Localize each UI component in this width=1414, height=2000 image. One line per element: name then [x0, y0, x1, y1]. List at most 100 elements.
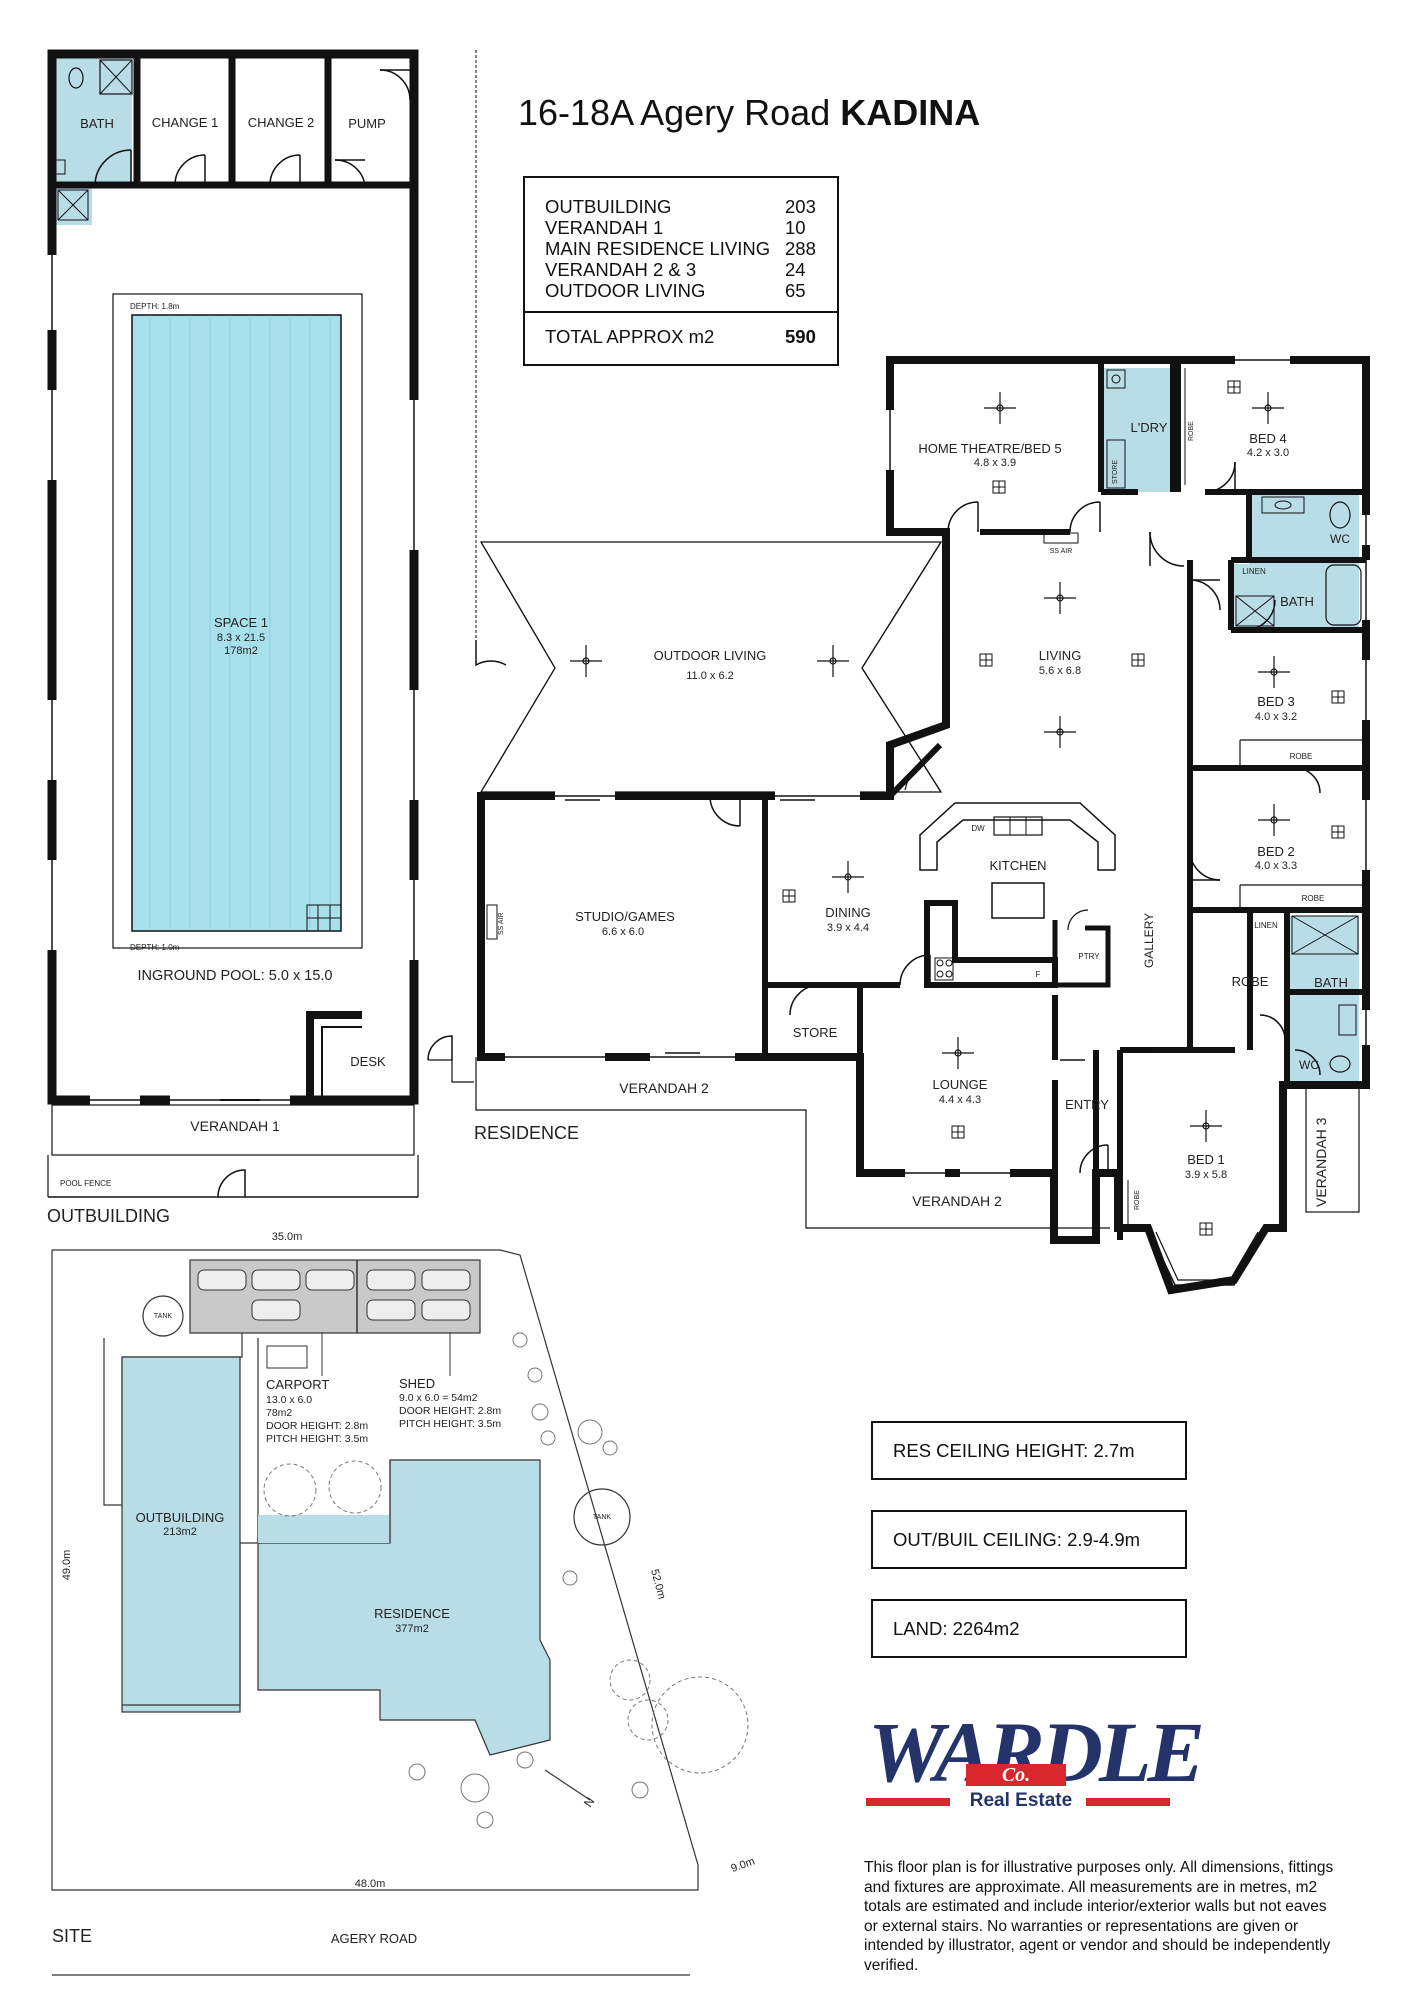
pool-label: INGROUND POOL: 5.0 x 15.0 [137, 968, 332, 984]
light-icon [951, 1125, 965, 1139]
tree-icon [263, 1463, 317, 1517]
bed3-dims: 4.0 x 3.2 [1255, 711, 1297, 723]
area-value-verandah23: 24 [785, 259, 806, 280]
room-label-home-theatre: HOME THEATRE/BED 5 [918, 441, 1061, 456]
room-label-kitchen: KITCHEN [989, 858, 1046, 873]
area-schedule-table: OUTBUILDING 203 VERANDAH 1 10 MAIN RESID… [523, 176, 839, 366]
linen-label-north: LINEN [1242, 567, 1266, 576]
outdoor-living-roof [479, 541, 943, 793]
outdoor-living-dims: 11.0 x 6.2 [686, 670, 734, 682]
pool-water [131, 314, 342, 932]
logo-co-badge: Co. [966, 1764, 1066, 1786]
site-dim-corner: 9.0m [729, 1855, 756, 1875]
tree-icon [609, 1659, 651, 1701]
pool-surround [112, 293, 363, 949]
residence-heading: RESIDENCE [474, 1123, 579, 1143]
area-label-outbuilding: OUTBUILDING [545, 196, 672, 217]
gallery-label: GALLERY [1142, 913, 1156, 968]
title-suburb: KADINA [840, 92, 981, 133]
area-value-verandah1: 10 [785, 217, 806, 238]
ceiling-fan-icon [1258, 804, 1290, 836]
store-small-label: STORE [1112, 460, 1119, 484]
kitchen-benches [919, 802, 1116, 871]
road-label: AGERY ROAD [331, 1931, 417, 1946]
ss-air-studio: SS AIR [498, 912, 505, 935]
res-ceiling-height: RES CEILING HEIGHT: 2.7m [893, 1439, 1135, 1461]
area-total-label: TOTAL APPROX m2 [545, 326, 715, 347]
home-theatre-dims: 4.8 x 3.9 [974, 457, 1016, 469]
site-heading: SITE [52, 1926, 92, 1946]
logo-wordmark: WARDLE [868, 1704, 1205, 1800]
dishwasher-label: DW [971, 824, 985, 833]
room-label-dining: DINING [825, 905, 871, 920]
dining-dims: 3.9 x 4.4 [827, 922, 869, 934]
verandah2-label-south: VERANDAH 2 [912, 1193, 1002, 1209]
site-outbuilding [121, 1356, 241, 1713]
carport-label: CARPORT [266, 1377, 329, 1392]
tree-icon [651, 1676, 749, 1774]
shed-dims: 9.0 x 6.0 = 54m2 [399, 1392, 478, 1404]
pool-fence-label: POOL FENCE [60, 1179, 111, 1188]
lounge-dims: 4.4 x 4.3 [939, 1094, 981, 1106]
studio-dims: 6.6 x 6.0 [602, 926, 644, 938]
ceiling-fan-icon [1190, 1110, 1222, 1142]
area-label-verandah23: VERANDAH 2 & 3 [545, 259, 697, 280]
area-value-main-residence: 288 [785, 238, 816, 259]
res-ceiling-height-box: RES CEILING HEIGHT: 2.7m [871, 1421, 1187, 1480]
ceiling-fan-icon [832, 861, 864, 893]
room-label-bed2: BED 2 [1257, 844, 1295, 859]
bed1-dims: 3.9 x 5.8 [1185, 1169, 1227, 1181]
room-label-bath-south: BATH [1314, 975, 1348, 990]
room-label-bed3: BED 3 [1257, 694, 1295, 709]
kitchen-island [991, 882, 1045, 919]
shed-label: SHED [399, 1376, 435, 1391]
living-dims: 5.6 x 6.8 [1039, 665, 1081, 677]
tree-icon [328, 1460, 382, 1514]
area-label-verandah1: VERANDAH 1 [545, 217, 664, 238]
area-total-value: 590 [785, 326, 816, 347]
ceiling-fan-icon [984, 392, 1016, 424]
room-label-change1: CHANGE 1 [152, 115, 218, 130]
room-label-studio: STUDIO/GAMES [575, 909, 675, 924]
light-icon [782, 889, 796, 903]
site-outbuilding-label: OUTBUILDING [136, 1510, 225, 1525]
light-icon [1199, 1222, 1213, 1236]
light-icon [1227, 380, 1241, 394]
carport-area: 78m2 [266, 1407, 292, 1419]
site-residence-area: 377m2 [395, 1623, 429, 1635]
room-label-living: LIVING [1039, 648, 1082, 663]
tree-icon [512, 1332, 528, 1348]
robe-label-bed1: ROBE [1232, 974, 1269, 989]
ss-air-living: SS AIR [1050, 548, 1073, 555]
shed-pitch-height: PITCH HEIGHT: 3.5m [399, 1418, 501, 1430]
ceiling-fan-icon [1252, 392, 1284, 424]
verandah1-label: VERANDAH 1 [190, 1118, 280, 1134]
title-address: 16-18A Agery Road [518, 92, 831, 133]
fridge-label: F [1036, 970, 1041, 979]
area-label-outdoor-living: OUTDOOR LIVING [545, 280, 706, 301]
room-label-lounge: LOUNGE [933, 1077, 988, 1092]
area-value-outdoor-living: 65 [785, 280, 806, 301]
light-icon [1331, 690, 1345, 704]
ceiling-fan-icon [1258, 656, 1290, 688]
room-label-wc-south: WC [1299, 1058, 1319, 1072]
residence-walls [477, 356, 1370, 1295]
light-icon [979, 653, 993, 667]
room-label-store: STORE [793, 1025, 838, 1040]
site-dim-top: 35.0m [272, 1231, 303, 1243]
site-outbuilding-area: 213m2 [163, 1526, 197, 1538]
carport-pitch-height: PITCH HEIGHT: 3.5m [266, 1433, 368, 1445]
room-label-wc-north: WC [1330, 532, 1350, 546]
area-label-main-residence: MAIN RESIDENCE LIVING [545, 238, 771, 259]
logo-tagline: Real Estate [969, 1790, 1073, 1811]
ceiling-fan-icon [1044, 716, 1076, 748]
room-label-bed4: BED 4 [1249, 431, 1287, 446]
verandah2-label-west: VERANDAH 2 [619, 1080, 709, 1096]
carport-door-height: DOOR HEIGHT: 2.8m [266, 1420, 368, 1432]
carport-dims: 13.0 x 6.0 [266, 1394, 312, 1406]
logo-underline-left [866, 1798, 950, 1806]
pool-depth-top: DEPTH: 1.8m [130, 302, 180, 311]
site-dim-right: 52.0m [648, 1568, 668, 1601]
room-label-pump: PUMP [348, 116, 386, 131]
